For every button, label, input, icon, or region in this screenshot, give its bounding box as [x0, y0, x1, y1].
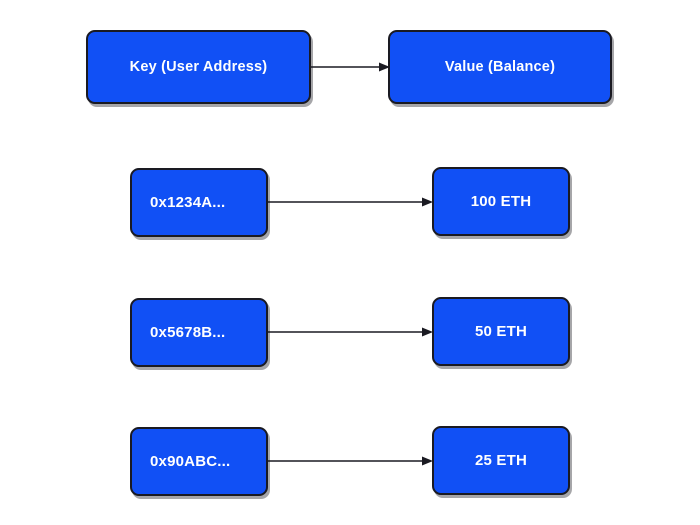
value-node-2-label: 50 ETH	[474, 323, 528, 340]
key-node-3[interactable]: 0x90ABC...	[130, 427, 268, 496]
header-value-label: Value (Balance)	[444, 59, 556, 75]
key-node-1-label: 0x1234A...	[150, 194, 226, 211]
key-node-2[interactable]: 0x5678B...	[130, 298, 268, 367]
value-node-2[interactable]: 50 ETH	[432, 297, 570, 366]
arrow-header	[311, 62, 390, 72]
key-node-3-label: 0x90ABC...	[150, 453, 231, 470]
header-key-label: Key (User Address)	[129, 59, 268, 75]
key-node-2-label: 0x5678B...	[150, 324, 226, 341]
value-node-1-label: 100 ETH	[470, 193, 532, 210]
value-node-1[interactable]: 100 ETH	[432, 167, 570, 236]
arrow-row-3	[268, 456, 433, 466]
header-value-node[interactable]: Value (Balance)	[388, 30, 612, 104]
arrow-row-2	[268, 327, 433, 337]
arrow-row-1	[268, 197, 433, 207]
key-node-1[interactable]: 0x1234A...	[130, 168, 268, 237]
value-node-3[interactable]: 25 ETH	[432, 426, 570, 495]
header-key-node[interactable]: Key (User Address)	[86, 30, 311, 104]
value-node-3-label: 25 ETH	[474, 452, 528, 469]
